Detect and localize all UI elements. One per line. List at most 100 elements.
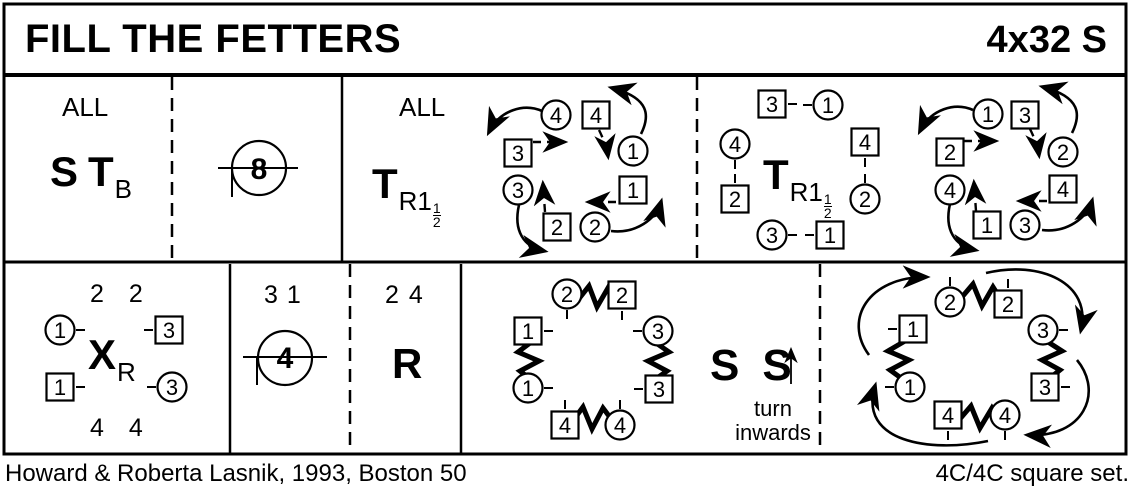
dancer-number: 4 xyxy=(614,413,626,438)
solid-arrow xyxy=(516,204,549,258)
dancer-square-2 xyxy=(720,184,750,214)
dancer-circle-2 xyxy=(849,183,881,215)
solid-arrow xyxy=(1041,196,1097,232)
solid-arrow xyxy=(610,197,666,233)
dancer-square-3 xyxy=(1010,100,1040,130)
dancer-number: 1 xyxy=(904,375,916,400)
chase-arrow xyxy=(985,268,1098,335)
dancer-number: 2 xyxy=(561,282,573,307)
dancer-number: 3 xyxy=(1019,103,1031,128)
dancer-number: 3 xyxy=(1019,213,1031,238)
dancer-number: 1 xyxy=(981,213,993,238)
dancer-square-2 xyxy=(935,137,965,167)
dancer-number: 3 xyxy=(766,92,778,117)
dancer-number: 3 xyxy=(166,375,178,400)
dashed-arrow xyxy=(1025,128,1047,160)
dancer-number: 3 xyxy=(1039,375,1051,400)
dancer-number: 1 xyxy=(822,93,834,118)
fetter-zigzag xyxy=(642,340,675,381)
dancer-number: 1 xyxy=(522,376,534,401)
dancer-number: 3 xyxy=(512,178,524,203)
dancer-square-4 xyxy=(933,400,963,430)
dancer-number: 1 xyxy=(522,319,534,344)
outer-border xyxy=(2,2,1128,456)
dancer-circle-1 xyxy=(894,371,926,403)
solid-arrow xyxy=(486,105,543,137)
label-all-1: ALL xyxy=(62,92,109,122)
dancer-number: 2 xyxy=(1057,140,1069,165)
dancer-number: 1 xyxy=(627,139,639,164)
dancer-number: 2 xyxy=(616,283,628,308)
dancer-circle-2 xyxy=(551,278,583,310)
dashed-arrow xyxy=(964,178,987,212)
credit-text: Howard & Roberta Lasnik, 1993, Boston 50 xyxy=(5,460,467,487)
figure-reel: R xyxy=(392,340,423,387)
solid-arrow xyxy=(1038,81,1079,134)
dancer-number: 4 xyxy=(729,132,741,157)
dancer-square-1 xyxy=(815,220,845,250)
turn-all-arrows xyxy=(486,82,666,258)
dancer-circle-3 xyxy=(756,219,788,251)
dancer-number: 4 xyxy=(590,103,602,128)
dancer-number: 1 xyxy=(54,318,66,343)
dancer-square-4 xyxy=(850,127,880,157)
turn-all-2-arrows xyxy=(917,81,1097,257)
dancer-number: 4 xyxy=(550,103,562,128)
dancer-number: 3 xyxy=(512,141,524,166)
dancer-square-3 xyxy=(503,138,533,168)
dancer-circle-4 xyxy=(540,99,572,131)
dancer-number: 1 xyxy=(982,102,994,127)
dancer-square-1 xyxy=(513,316,543,346)
dancer-circle-3 xyxy=(1027,314,1059,346)
dancer-number: 2 xyxy=(944,140,956,165)
dancer-number: 2 xyxy=(729,187,741,212)
dancer-circle-3 xyxy=(1009,209,1041,241)
dancer-number: 4 xyxy=(999,403,1011,428)
dancer-circle-4 xyxy=(604,409,636,441)
solid-arrow xyxy=(607,82,648,135)
dancer-number: 4 xyxy=(559,413,571,438)
dancer-number: 1 xyxy=(824,223,836,248)
dancer-circle-3 xyxy=(156,371,188,403)
label-all-2: ALL xyxy=(399,92,446,122)
dancer-square-3 xyxy=(1030,372,1060,402)
dancer-number: 2 xyxy=(859,187,871,212)
dashed-arrow xyxy=(594,129,616,161)
circle-eight-symbol: 8 xyxy=(218,139,298,197)
dancer-number: 4 xyxy=(1057,177,1069,202)
dancer-square-1 xyxy=(898,314,928,344)
dashed-arrow xyxy=(533,179,556,213)
dancer-circle-1 xyxy=(972,98,1004,130)
dancer-square-1 xyxy=(45,372,75,402)
chase-arrow xyxy=(857,265,931,356)
dancer-number: 3 xyxy=(653,377,665,402)
dancer-number: 1 xyxy=(907,317,919,342)
dancer-number: 3 xyxy=(652,319,664,344)
fetters-chase-arrows xyxy=(857,265,1098,448)
dancer-number: 3 xyxy=(1037,318,1049,343)
dancer-square-1 xyxy=(618,175,648,205)
fetters-chase-chains xyxy=(882,279,1068,434)
dancer-circle-2 xyxy=(579,211,611,243)
dancer-number: 2 xyxy=(1002,292,1014,317)
dancer-circle-1 xyxy=(812,89,844,121)
dancer-square-3 xyxy=(757,89,787,119)
dancer-number: 4 xyxy=(859,130,871,155)
solid-arrow xyxy=(947,203,980,257)
dancer-circle-1 xyxy=(512,372,544,404)
dancer-circle-3 xyxy=(502,174,534,206)
repeat-info: 4x32 S xyxy=(986,19,1107,61)
dancer-square-3 xyxy=(644,374,674,404)
